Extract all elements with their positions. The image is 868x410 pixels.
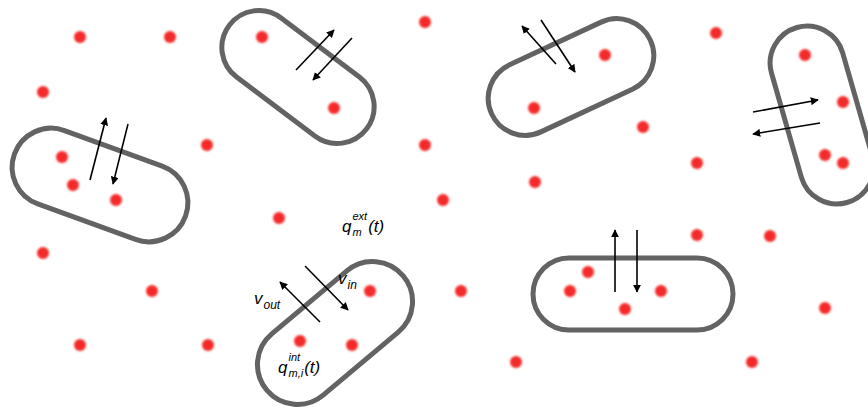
metabolite-dot xyxy=(637,121,649,133)
metabolite-dot xyxy=(529,176,541,188)
transport-arrow xyxy=(522,26,556,64)
metabolite-dot xyxy=(202,339,214,351)
metabolite-dot xyxy=(799,49,811,61)
bacterium-cell xyxy=(207,0,389,158)
metabolite-dot xyxy=(74,339,86,351)
metabolite-dot xyxy=(455,285,467,297)
metabolite-dot xyxy=(437,194,449,206)
bacterium-cell xyxy=(533,258,733,330)
metabolite-dot xyxy=(599,49,611,61)
variable-symbol: v xyxy=(254,290,263,307)
metabolite-dot xyxy=(819,302,831,314)
variable-symbol: q xyxy=(342,218,351,235)
metabolite-dot xyxy=(837,96,849,108)
transport-arrow xyxy=(614,230,616,292)
bacterium-cell xyxy=(241,245,429,410)
time-argument: (t) xyxy=(368,218,384,235)
bacterium-cell xyxy=(761,17,868,212)
metabolite-dot xyxy=(256,31,268,43)
variable-symbol: v xyxy=(338,270,347,287)
variable-symbol: q xyxy=(278,359,287,376)
metabolite-dot xyxy=(364,285,376,297)
transport-arrow xyxy=(305,266,348,310)
metabolite-dot xyxy=(819,149,831,161)
transport-arrow xyxy=(541,20,575,72)
transport-arrow xyxy=(753,123,820,134)
metabolite-dot xyxy=(74,31,86,43)
metabolite-dot xyxy=(619,303,631,315)
bacterium-cell xyxy=(476,6,666,147)
transport-arrow xyxy=(113,124,128,184)
time-argument: (t) xyxy=(304,359,320,376)
metabolite-dot xyxy=(837,157,849,169)
subscript: in xyxy=(348,279,357,291)
superscript: ext xyxy=(352,211,367,222)
metabolite-dot xyxy=(37,247,49,259)
metabolite-dot xyxy=(764,230,776,242)
metabolite-dot xyxy=(582,266,594,278)
metabolite-dot xyxy=(419,139,431,151)
superscript: int xyxy=(288,352,300,363)
metabolite-dot xyxy=(56,151,68,163)
metabolite-dot xyxy=(67,179,79,191)
metabolite-dot xyxy=(691,157,703,169)
transport-arrow xyxy=(636,230,638,292)
metabolite-dot xyxy=(528,102,540,114)
transport-arrow xyxy=(753,100,818,112)
metabolite-dot xyxy=(710,27,722,39)
metabolite-dot xyxy=(746,356,758,368)
subscript: m,i xyxy=(288,368,303,379)
transport-arrow xyxy=(90,118,106,180)
transport-arrow xyxy=(280,282,320,322)
metabolite-dot xyxy=(164,31,176,43)
metabolite-dot xyxy=(294,335,306,347)
metabolite-dot xyxy=(37,86,49,98)
metabolite-dot xyxy=(691,229,703,241)
transport-arrow xyxy=(313,38,352,80)
metabolite-dot xyxy=(510,356,522,368)
metabolite-dot xyxy=(655,285,667,297)
metabolite-dot xyxy=(110,194,122,206)
metabolite-dot xyxy=(146,285,158,297)
metabolite-dot xyxy=(564,285,576,297)
metabolite-dot xyxy=(328,102,340,114)
subscript: out xyxy=(264,299,281,311)
subscript: m xyxy=(352,227,361,238)
metabolite-dot xyxy=(346,339,358,351)
bacterium-cell xyxy=(1,117,199,253)
metabolite-dot xyxy=(201,139,213,151)
metabolite-dot xyxy=(419,16,431,28)
metabolite-dot xyxy=(273,212,285,224)
